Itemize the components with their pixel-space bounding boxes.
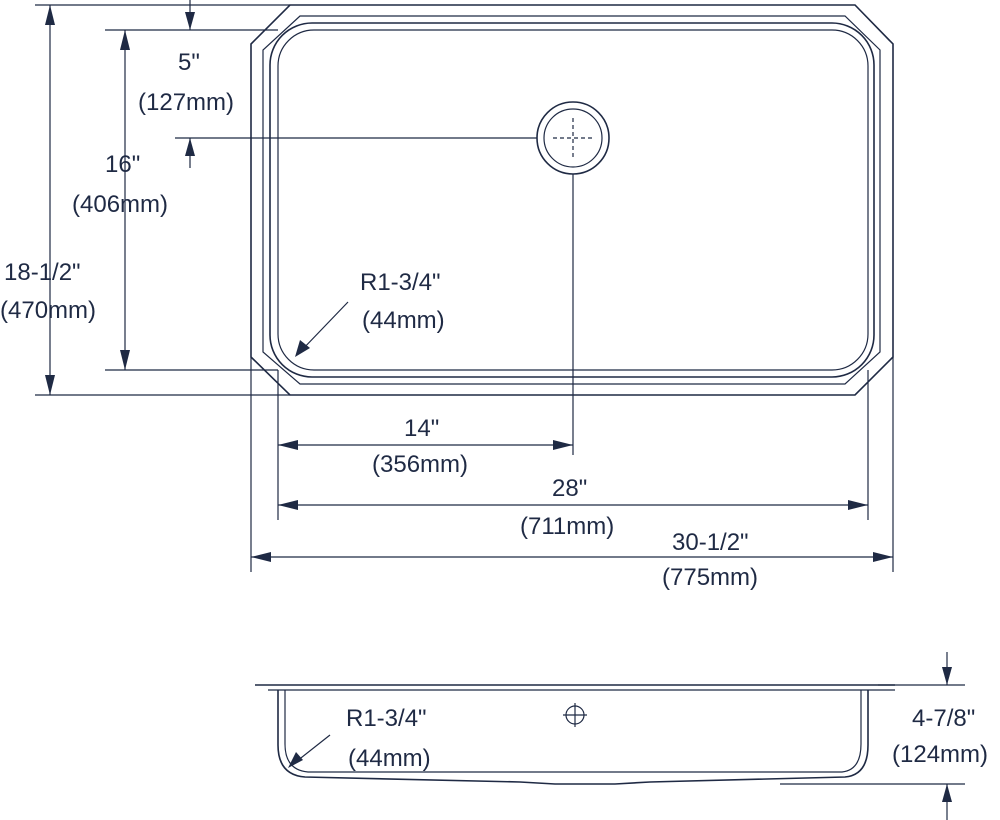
top-view: 18-1/2" (470mm) 16" (406mm) 5" (127mm) R…	[0, 0, 894, 591]
bowl-height-inches: 4-7/8"	[912, 705, 975, 732]
overall-width-inches: 30-1/2"	[672, 529, 749, 556]
side-radius-inches: R1-3/4"	[346, 705, 427, 732]
overall-depth-inches: 18-1/2"	[4, 259, 81, 286]
bowl-outline	[269, 22, 875, 378]
drain-offset-inches: 5"	[178, 49, 200, 76]
bowl-width-inches: 28"	[552, 475, 587, 502]
drain	[536, 101, 610, 175]
drain-from-left-mm: (356mm)	[372, 451, 468, 478]
outer-rim	[250, 4, 894, 396]
side-radius-mm: (44mm)	[348, 745, 431, 772]
side-profile	[277, 690, 869, 785]
drain-from-left-inches: 14"	[404, 415, 439, 442]
drain-symbol	[563, 703, 587, 727]
overall-width-mm: (775mm)	[662, 564, 758, 591]
corner-radius-mm: (44mm)	[362, 307, 445, 334]
rim-edge	[262, 15, 881, 385]
bowl-height-mm: (124mm)	[892, 741, 988, 768]
overall-depth-mm: (470mm)	[0, 297, 96, 324]
drain-offset-mm: (127mm)	[138, 89, 234, 116]
bowl-depth-inches: 16"	[105, 151, 140, 178]
bowl-width-mm: (711mm)	[520, 513, 614, 540]
bowl-depth-mm: (406mm)	[72, 191, 168, 218]
side-view: R1-3/4" (44mm) 4-7/8" (124mm)	[255, 652, 988, 820]
corner-radius-inches: R1-3/4"	[360, 269, 441, 296]
